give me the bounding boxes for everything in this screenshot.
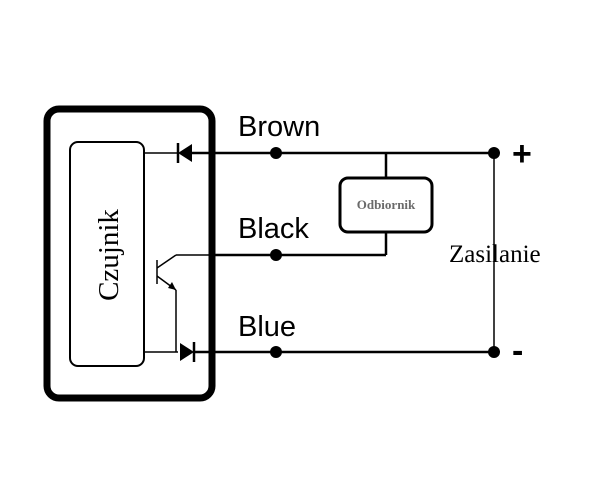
junction-dot-black <box>270 249 282 261</box>
diode-blue-line <box>180 342 196 362</box>
sensor-inner-box <box>69 141 145 367</box>
supply-label: Zasilanie <box>449 241 541 268</box>
wire-label-blue: Blue <box>238 311 296 343</box>
diode-brown-line <box>176 143 192 163</box>
positive-symbol: + <box>512 135 532 173</box>
wire-label-black: Black <box>238 213 309 245</box>
sensor-label: Czujnik <box>93 209 125 301</box>
sensor-housing <box>43 105 216 402</box>
load-label: Odbiornik <box>357 197 416 212</box>
negative-symbol: - <box>512 332 523 370</box>
terminal-dot-negative <box>488 346 500 358</box>
wire-label-brown: Brown <box>238 111 320 143</box>
transistor-emitter-arrow <box>168 282 176 290</box>
junction-dot-brown <box>270 147 282 159</box>
load-box <box>338 176 434 234</box>
terminal-dot-positive <box>488 147 500 159</box>
sensor-internal-circuit <box>144 152 210 353</box>
junction-dot-blue <box>270 346 282 358</box>
